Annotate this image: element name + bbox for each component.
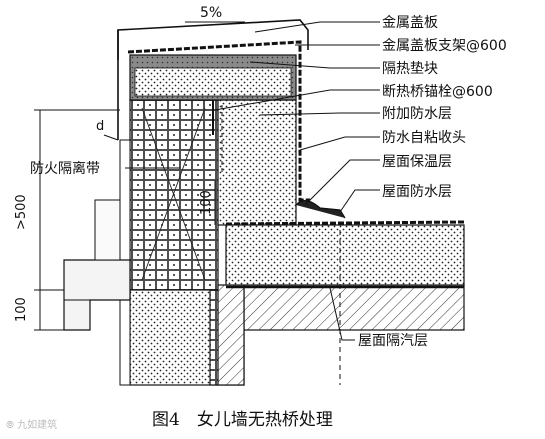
callout-vapor-barrier: 屋面隔汽层 bbox=[358, 333, 428, 349]
roof-insulation bbox=[225, 224, 465, 286]
d-tick bbox=[103, 134, 119, 141]
figure-caption: 图4 女儿墙无热桥处理 bbox=[152, 410, 333, 430]
wall-left-strip bbox=[94, 199, 121, 261]
callout-extra-waterproof: 附加防水层 bbox=[382, 106, 452, 122]
parapet-structure bbox=[63, 19, 465, 386]
callout-thermal-anchor: 断热桥锚栓@600 bbox=[382, 84, 493, 100]
callout-roof-insulation: 屋面保温层 bbox=[382, 154, 452, 170]
dim-over-500: >500 bbox=[14, 194, 29, 230]
parapet-insulation bbox=[217, 99, 297, 226]
roof-waterproof-line bbox=[225, 220, 465, 226]
callout-metal-cap: 金属盖板 bbox=[382, 15, 438, 31]
firebreak-label: 防火隔离带 bbox=[30, 160, 100, 177]
core-bracing bbox=[141, 107, 206, 281]
callout-labels: 金属盖板 金属盖板支架@600 隔热垫块 断热桥锚栓@600 附加防水层 防水自… bbox=[358, 15, 507, 349]
cap-insulation-light bbox=[134, 67, 292, 97]
lower-wall-insulation bbox=[129, 289, 219, 386]
slope-label: 5% bbox=[200, 5, 222, 21]
waterproof-termination bbox=[295, 200, 346, 219]
leader-lines bbox=[125, 21, 380, 341]
watermark: ⦾ 九如建筑 bbox=[6, 418, 57, 431]
cap-waterproof bbox=[127, 40, 310, 202]
metal-cap bbox=[117, 19, 309, 60]
d-label: d bbox=[96, 119, 104, 134]
callout-insulation-pad: 隔热垫块 bbox=[382, 61, 438, 77]
callout-metal-cap-bracket: 金属盖板支架@600 bbox=[382, 38, 507, 54]
roof-slab bbox=[243, 284, 465, 331]
dim-100-left: 100 bbox=[14, 297, 29, 322]
dim-100-mid: 100 bbox=[199, 190, 214, 215]
dimension-lines bbox=[34, 109, 216, 331]
slab-corner bbox=[217, 284, 245, 386]
callout-roof-waterproof: 屋面防水层 bbox=[382, 184, 452, 200]
callout-self-adhesive: 防水自粘收头 bbox=[382, 130, 466, 146]
